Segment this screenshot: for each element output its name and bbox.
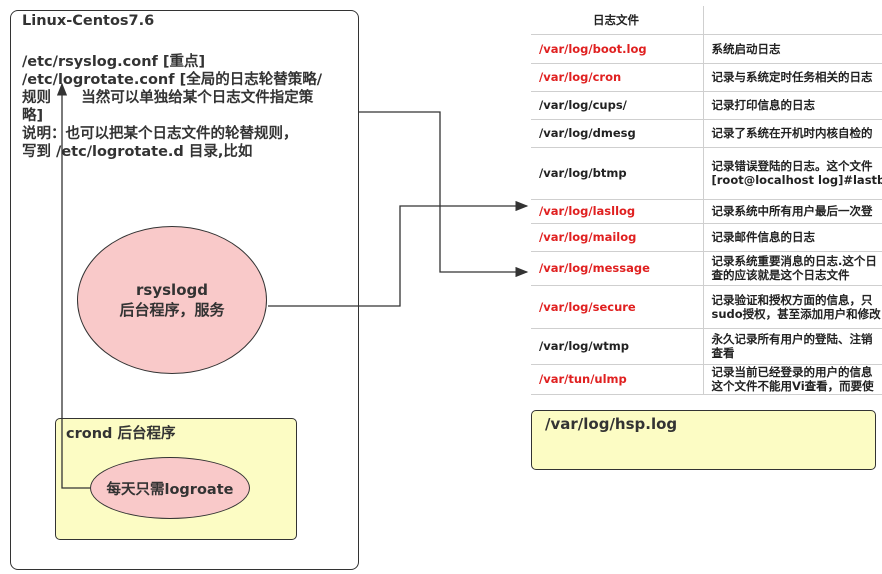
- log-file-table: 日志文件 /var/log/boot.log 系统启动日志/var/log/cro…: [531, 6, 882, 395]
- note-line: 规则 当然可以单独给某个日志文件指定策: [22, 90, 314, 106]
- log-desc-cell: 记录打印信息的日志: [702, 91, 882, 120]
- log-path-cell: /var/log/btmp: [531, 147, 703, 200]
- log-desc-line: 查的应该就是这个日志文件: [711, 268, 850, 282]
- log-path-cell: /var/log/cups/: [531, 91, 703, 120]
- table-header-row: 日志文件: [531, 6, 882, 35]
- table-header-cell: 日志文件: [531, 6, 703, 35]
- log-desc-line: 这个文件不能用Vi查看，而要使: [711, 379, 874, 393]
- note-line: 写到 /etc/logrotate.d 目录,比如: [22, 144, 253, 160]
- arrow-config-to-message: [359, 111, 529, 278]
- log-path-cell: /var/log/mailog: [531, 223, 703, 252]
- log-desc-line: [root@localhost log]#lastb: [711, 173, 882, 187]
- note-line: /etc/rsyslog.conf [重点]: [22, 54, 206, 70]
- log-desc-line: 系统启动日志: [711, 41, 781, 56]
- log-desc-cell: 永久记录所有用户的登陆、注销查看: [702, 328, 882, 365]
- log-path-cell: /var/log/boot.log: [531, 34, 703, 64]
- log-path-cell: /var/tun/ulmp: [531, 364, 703, 395]
- table-header-empty: [702, 6, 882, 35]
- table-row: /var/log/lasllog 记录系统中所有用户最后一次登: [531, 199, 882, 224]
- log-path-cell: /var/log/lasllog: [531, 199, 703, 224]
- table-row: /var/log/dmesg 记录了系统在开机时内核自检的: [531, 119, 882, 148]
- logrotate-node: 每天只需logroate: [90, 457, 250, 519]
- log-desc-cell: 记录系统重要消息的日志.这个日查的应该就是这个日志文件: [702, 251, 882, 286]
- log-desc-line: 记录系统重要消息的日志.这个日: [711, 254, 877, 268]
- table-row: /var/log/cups/记录打印信息的日志: [531, 91, 882, 120]
- log-desc-line: 记录系统中所有用户最后一次登: [711, 204, 873, 218]
- crond-label: crond 后台程序: [66, 426, 176, 442]
- log-path-cell: /var/log/cron: [531, 63, 703, 92]
- log-desc-line: 查看: [711, 346, 735, 360]
- log-desc-cell: 记录与系统定时任务相关的日志: [702, 63, 882, 92]
- log-path-cell: /var/log/wtmp: [531, 328, 703, 365]
- log-desc-line: 记录当前已经登录的用户的信息: [711, 365, 873, 379]
- log-desc-line: 记录验证和授权方面的信息，只: [711, 292, 873, 307]
- log-table-body: 日志文件 /var/log/boot.log 系统启动日志/var/log/cro…: [531, 6, 882, 395]
- rsyslogd-node: rsyslogd 后台程序，服务: [77, 226, 267, 374]
- table-row: /var/log/boot.log 系统启动日志: [531, 34, 882, 64]
- log-desc-cell: 记录错误登陆的日志。这个文件[root@localhost log]#lastb: [702, 147, 882, 200]
- log-desc-line: 记录错误登陆的日志。这个文件: [711, 159, 873, 173]
- log-path-cell: /var/log/message: [531, 251, 703, 286]
- log-desc-line: 永久记录所有用户的登陆、注销: [711, 332, 873, 346]
- log-desc-line: 记录邮件信息的日志: [711, 230, 816, 244]
- log-desc-line: sudo授权，甚至添加用户和修改: [711, 306, 881, 321]
- arrow-rsyslogd-to-logs: [268, 200, 529, 307]
- log-path-cell: /var/log/secure: [531, 285, 703, 329]
- note-line: 说明：也可以把某个日志文件的轮替规则，: [22, 126, 298, 142]
- hsp-log-box: [531, 410, 876, 470]
- log-desc-cell: 记录系统中所有用户最后一次登: [702, 199, 882, 224]
- note-line: 略]: [22, 108, 44, 124]
- logrotate-label: 每天只需logroate: [106, 481, 234, 498]
- log-desc-cell: 系统启动日志: [702, 34, 882, 64]
- log-desc-cell: 记录当前已经登录的用户的信息这个文件不能用Vi查看，而要使: [702, 364, 882, 395]
- rsyslogd-desc: 后台程序，服务: [119, 301, 225, 319]
- hsp-log-path: /var/log/hsp.log: [545, 415, 678, 433]
- note-line: /etc/logrotate.conf [全局的日志轮替策略/: [22, 72, 323, 88]
- table-row: /var/log/cron 记录与系统定时任务相关的日志: [531, 63, 882, 92]
- arrow-logrotate-to-config: [56, 82, 90, 489]
- log-path-cell: /var/log/dmesg: [531, 119, 703, 148]
- log-desc-cell: 记录邮件信息的日志: [702, 223, 882, 252]
- log-desc-line: 记录与系统定时任务相关的日志: [711, 70, 873, 84]
- log-desc-line: 记录了系统在开机时内核自检的: [711, 126, 873, 140]
- rsyslogd-name: rsyslogd: [136, 281, 208, 299]
- table-row: /var/log/mailog 记录邮件信息的日志: [531, 223, 882, 252]
- log-desc-cell: 记录了系统在开机时内核自检的: [702, 119, 882, 148]
- server-title: Linux-Centos7.6: [22, 13, 155, 29]
- config-notes: /etc/rsyslog.conf [重点] /etc/logrotate.co…: [22, 53, 352, 161]
- log-desc-line: 记录打印信息的日志: [711, 98, 816, 112]
